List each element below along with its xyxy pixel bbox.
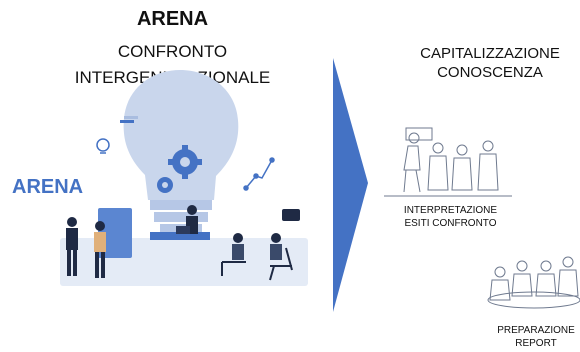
- step-1-line-2: ESITI CONFRONTO: [404, 218, 497, 229]
- deco-bar: [124, 116, 138, 119]
- presentation-board: [98, 208, 132, 258]
- arena-label: ARENA: [12, 176, 84, 198]
- right-panel-heading: CAPITALIZZAZIONE CONOSCENZA: [400, 44, 580, 82]
- subtitle-line-1: CONFRONTO: [117, 42, 228, 61]
- speech-bubble-icon: [282, 209, 300, 221]
- team-sketch-icon: [487, 256, 580, 309]
- step-2-line-1: PREPARAZIONE: [497, 325, 575, 336]
- step-caption-preparazione: PREPARAZIONE REPORT: [486, 324, 580, 350]
- deco-bar: [120, 120, 134, 123]
- step-caption-interpretazione: INTERPRETAZIONE ESITI CONFRONTO: [388, 204, 513, 230]
- meeting-sketch-icon: [384, 127, 512, 197]
- chair-icon: [221, 247, 293, 281]
- step-2-line-2: REPORT: [515, 338, 557, 349]
- step-1-line-1: INTERPRETAZIONE: [403, 205, 498, 216]
- right-heading-line-2: CONOSCENZA: [437, 64, 543, 81]
- process-arrow: [333, 58, 368, 312]
- chart-icon: [243, 157, 275, 191]
- page-title: ARENA: [136, 8, 209, 30]
- right-heading-line-1: CAPITALIZZAZIONE: [420, 45, 560, 62]
- desk: [150, 232, 210, 240]
- gear-icon: [157, 145, 202, 193]
- small-bulb-icon: [96, 138, 110, 154]
- people-icon: [66, 205, 282, 278]
